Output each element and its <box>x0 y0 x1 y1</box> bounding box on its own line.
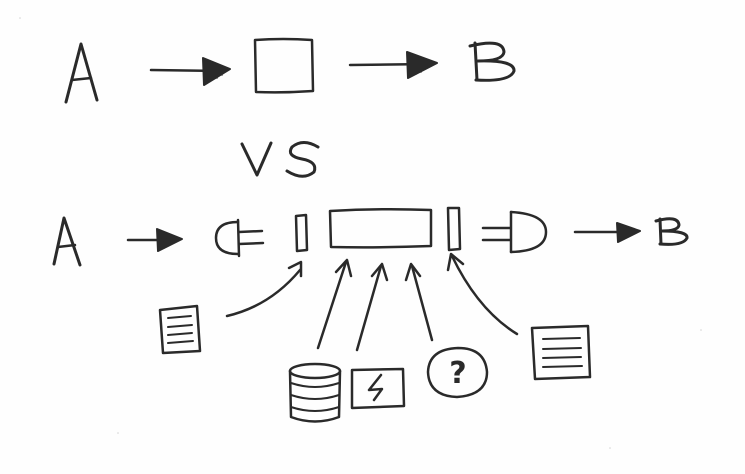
large-document-icon <box>530 324 592 381</box>
bottom-process-box <box>328 207 433 249</box>
arrow-largedoc-to-slot <box>446 252 519 336</box>
bottom-node-b <box>654 217 689 246</box>
top-arrow-1 <box>149 57 231 86</box>
top-node-a <box>64 42 99 104</box>
input-arrows <box>225 252 519 352</box>
small-document-icon <box>158 304 202 355</box>
plug-icon <box>214 218 265 258</box>
question-mark: ? <box>449 356 466 391</box>
arrow-database-to-box <box>316 258 353 350</box>
database-icon <box>288 362 342 423</box>
question-icon: ? <box>426 346 489 399</box>
arrow-lightning-to-box <box>355 262 389 352</box>
top-process-box <box>253 37 315 94</box>
paper-specks <box>19 17 702 449</box>
vs-separator: VS <box>240 141 320 178</box>
top-row: A B <box>64 37 516 104</box>
arrow-doc-to-slot <box>225 260 303 318</box>
left-connector-slot <box>294 213 309 253</box>
right-connector-slot <box>446 206 462 252</box>
bottom-node-a <box>52 216 82 267</box>
top-node-b <box>468 41 516 82</box>
lightning-box-icon <box>350 367 406 410</box>
bottom-arrow-2 <box>573 222 641 243</box>
top-arrow-2 <box>348 51 438 79</box>
arrow-question-to-box <box>404 262 434 342</box>
bottom-arrow-1 <box>126 228 183 252</box>
bottom-row: A <box>52 206 689 267</box>
socket-icon <box>481 210 548 254</box>
